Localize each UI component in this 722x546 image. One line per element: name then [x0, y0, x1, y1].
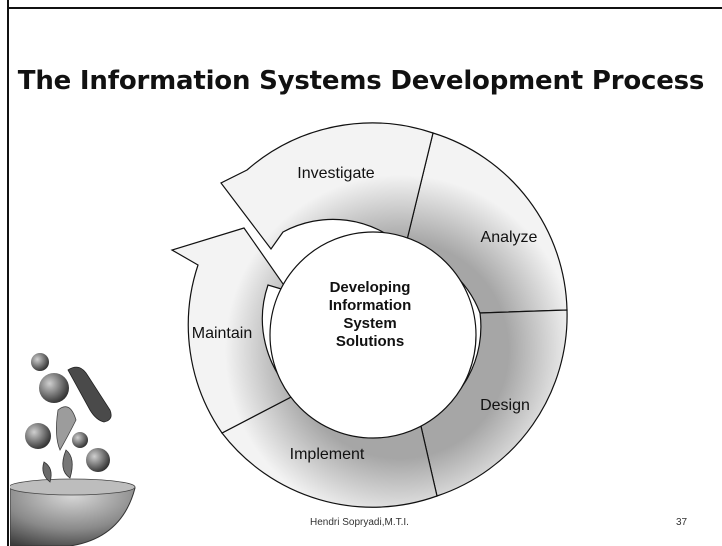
center-circle: [269, 231, 477, 439]
stage-label-implement: Implement: [290, 446, 365, 463]
stage-label-investigate: Investigate: [297, 165, 374, 182]
ring-segment-design: [419, 309, 568, 497]
slide-frame-left: [7, 0, 9, 546]
footer-author: Hendri Sopryadi,M.T.I.: [310, 517, 409, 528]
stage-label-analyze: Analyze: [481, 229, 538, 246]
center-label-line-2: Information: [329, 297, 412, 314]
ring-segment-maintain: [170, 227, 297, 434]
vegetables-bowl-illustration: [10, 353, 136, 546]
slide-title: The Information Systems Development Proc…: [17, 66, 705, 96]
page-number: 37: [676, 517, 688, 528]
stage-label-maintain: Maintain: [192, 325, 252, 342]
center-label-line-1: Developing: [330, 279, 411, 296]
center-label-line-4: Solutions: [336, 333, 404, 350]
ring-segment-investigate: [220, 122, 434, 251]
slide-frame-top: [7, 7, 722, 9]
center-label-line-3: System: [343, 315, 396, 332]
stage-label-design: Design: [480, 397, 530, 414]
